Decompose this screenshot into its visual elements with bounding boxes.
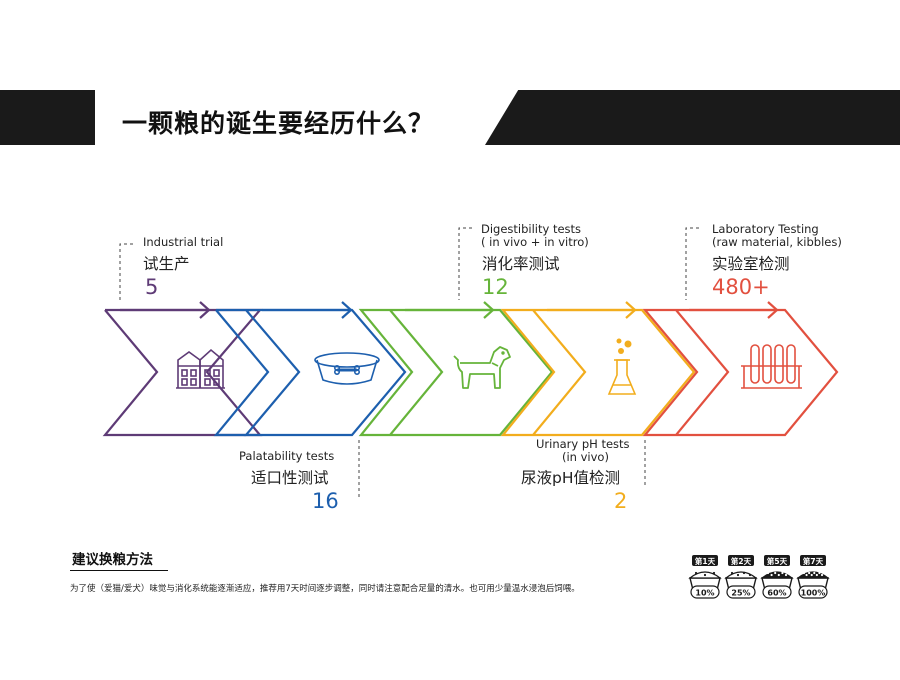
percent-label: 60% <box>767 589 786 598</box>
kibble-dot <box>774 571 777 575</box>
step-4-chinese-label: 尿液pH值检测 <box>521 469 620 487</box>
step-1-chinese-label: 试生产 <box>143 255 190 273</box>
day-4-icon: 第7天 100% <box>796 555 830 599</box>
step-3-value: 12 <box>482 275 509 299</box>
arrow-step-5 <box>689 301 779 319</box>
step-4-english-label-line1: Urinary pH tests <box>536 437 630 451</box>
percent-pill <box>726 585 756 599</box>
arrow-step-3 <box>405 301 495 319</box>
kibble-dot <box>694 571 698 575</box>
tip-underline <box>70 570 168 571</box>
kibble-dot <box>805 573 808 577</box>
step-2-chinese-label: 适口性测试 <box>251 469 329 487</box>
step-2-value: 16 <box>312 489 339 513</box>
test-tubes-icon <box>741 344 802 389</box>
kibble-dot <box>703 573 707 577</box>
kibble-dot <box>808 571 811 575</box>
percent-label: 25% <box>731 589 750 598</box>
day-2-icon: 第2天 25% <box>724 555 758 599</box>
step-1-value: 5 <box>145 275 159 299</box>
percent-label: 10% <box>695 589 714 598</box>
step-5-value: 480+ <box>712 275 770 299</box>
step-5-english-label-line1: Laboratory Testing <box>712 222 819 236</box>
kibble-dot <box>818 571 821 575</box>
day-badge <box>728 555 754 566</box>
kibble-dot <box>820 573 824 577</box>
day-label: 第5天 <box>767 556 788 566</box>
kibble-dot <box>748 573 752 577</box>
percent-pill <box>762 585 792 599</box>
kibble-dot <box>802 571 806 575</box>
step-3-english-label-line1: Digestibility tests <box>481 222 582 236</box>
kibble-dot <box>813 571 816 575</box>
step-3-english-label-line2: ( in vivo + in vitro) <box>481 235 589 249</box>
arrow-step-4 <box>547 301 637 319</box>
kibble-dot <box>810 573 813 577</box>
kibble-dot <box>770 573 773 577</box>
arrow-step-2 <box>262 301 353 319</box>
factory-building-icon <box>176 348 225 389</box>
kibble-dot <box>730 571 734 575</box>
title-banner-left <box>0 90 95 145</box>
food-mound <box>760 571 794 579</box>
kibble-dot <box>766 571 770 575</box>
day-label: 第7天 <box>803 556 824 566</box>
day-3-icon: 第5天 60% <box>760 555 794 599</box>
food-transition-days: 第1天 10% 第2天 25% 第5天 60% 第7天 100% <box>688 555 830 599</box>
day-badge <box>764 555 790 566</box>
kibble-dot <box>736 573 740 577</box>
percent-pill <box>798 585 828 599</box>
day-badge <box>692 555 718 566</box>
kibble-dot <box>742 571 746 575</box>
day-label: 第2天 <box>731 556 752 566</box>
day-badge <box>800 555 826 566</box>
kibble-dot <box>781 571 784 575</box>
step-5-english-label-line2: (raw material, kibbles) <box>712 235 842 249</box>
dog-icon <box>453 346 511 389</box>
food-mound <box>796 571 830 579</box>
kibble-dot <box>712 571 716 575</box>
step-4-english-label-line2: (in vivo) <box>562 450 609 464</box>
step-3-chinese-label: 消化率测试 <box>482 255 560 273</box>
chevron-step-4 <box>500 308 696 437</box>
kibble-dot <box>784 573 788 577</box>
day-label: 第1天 <box>695 556 716 566</box>
page-title: 一颗粮的诞生要经历什么？ <box>122 109 435 138</box>
step-5-chinese-label: 实验室检测 <box>712 255 790 273</box>
step-1-english-label: Industrial trial <box>143 235 224 249</box>
leader-lines <box>119 227 699 500</box>
day-1-icon: 第1天 10% <box>688 555 722 599</box>
kibble-dot <box>777 573 780 577</box>
title-banner-right <box>485 90 900 145</box>
step-2-english-label: Palatability tests <box>239 449 335 463</box>
food-mound <box>724 571 758 579</box>
tip-text: 为了使（爱猫/爱犬）味觉与消化系统能逐渐适应，推荐用7天时间逐步调整，同时请注意… <box>70 584 580 594</box>
chevron-step-5 <box>642 308 839 437</box>
tip-title: 建议换粮方法 <box>72 552 153 568</box>
pet-bowl-icon <box>314 352 380 385</box>
arrow-step-1 <box>120 301 211 319</box>
percent-pill <box>690 585 720 599</box>
percent-label: 100% <box>801 589 826 598</box>
step-4-value: 2 <box>614 489 628 513</box>
kibble-dot <box>815 573 818 577</box>
flask-icon <box>607 338 637 395</box>
chevron-step-3 <box>358 308 554 437</box>
